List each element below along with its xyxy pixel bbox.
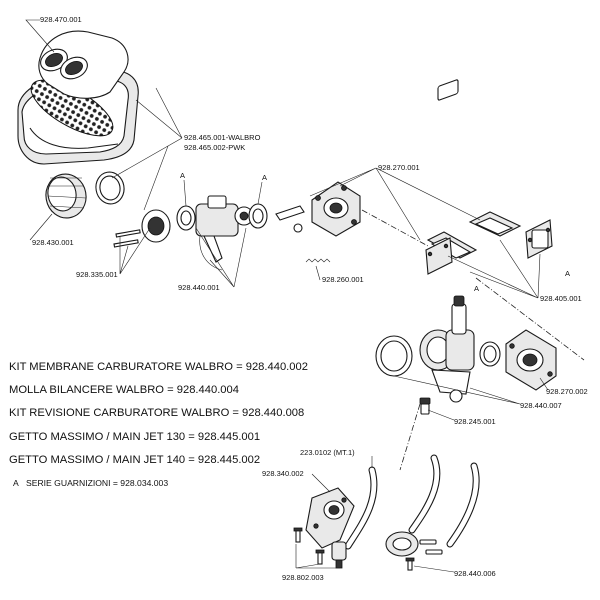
mount-screws xyxy=(293,527,415,571)
pwk-sleeve xyxy=(479,341,501,367)
reed-plate-assembly xyxy=(425,79,553,275)
mount-bracket xyxy=(305,487,355,549)
gasket-a2 xyxy=(248,203,268,229)
legend-line: KIT REVISIONE CARBURATORE WALBRO = 928.4… xyxy=(9,407,305,420)
ref-mark-a: A xyxy=(474,284,479,293)
return-spring xyxy=(305,258,331,263)
fuel-fitting xyxy=(419,397,431,415)
fuel-hose xyxy=(344,454,480,550)
airbox-assembly xyxy=(17,30,139,165)
label-clamp-carb: 928.440.006 xyxy=(454,569,496,578)
ref-mark-a: A xyxy=(262,173,267,182)
label-mount-screws: 928.802.003 xyxy=(282,573,324,582)
label-reed-plates: 928.405.001 xyxy=(540,294,582,303)
gasket-note-text: SERIE GUARNIZIONI = 928.034.003 xyxy=(26,478,169,489)
label-bracket: 928.340.002 xyxy=(262,469,304,478)
label-intake-manifold: 928.270.001 xyxy=(378,163,420,172)
legend-line: KIT MEMBRANE CARBURATORE WALBRO = 928.44… xyxy=(9,361,308,373)
rubber-sleeve xyxy=(45,173,87,219)
gasket-a1 xyxy=(176,205,196,231)
pwk-carburetor xyxy=(419,295,475,403)
label-airbox: 928.470.001 xyxy=(40,15,82,24)
label-carb-kit: 928.440.001 xyxy=(178,283,220,292)
ref-mark-a: A xyxy=(180,171,185,180)
label-hose: 223.0102 (MT.1) xyxy=(300,448,355,457)
label-screws: 928.335.001 xyxy=(76,270,118,279)
label-filter-pwk: 928.465.002-PWK xyxy=(184,143,245,152)
walbro-carburetor xyxy=(195,195,254,271)
inline-filter xyxy=(331,541,347,569)
leader-lines xyxy=(25,19,549,573)
label-carb-pwk: 928.440.007 xyxy=(520,401,562,410)
gasket-note: A SERIE GUARNIZIONI = 928.034.003 xyxy=(9,474,309,492)
ref-mark-a: A xyxy=(565,269,570,278)
pwk-manifold xyxy=(505,329,557,391)
legend-line: MOLLA BILANCERE WALBRO = 928.440.004 xyxy=(9,384,239,397)
gasket-note-mark: A xyxy=(13,478,19,489)
spare-parts-legend: KIT MEMBRANE CARBURATORE WALBRO = 928.44… xyxy=(9,356,309,492)
label-manifold-pwk: 928.270.002 xyxy=(546,387,588,396)
intake-manifold xyxy=(311,181,361,237)
label-filter-walbro: 928.465.001-WALBRO xyxy=(184,133,261,142)
throttle-link xyxy=(275,205,305,233)
carb-clamp xyxy=(385,531,443,557)
clamp-ring xyxy=(95,171,125,205)
legend-line: GETTO MASSIMO / MAIN JET 140 = 928.445.0… xyxy=(9,453,261,466)
label-fitting: 928.245.001 xyxy=(454,417,496,426)
label-spring: 928.260.001 xyxy=(322,275,364,284)
pwk-clamp-ring xyxy=(375,335,413,377)
label-rubber-sleeve: 928.430.001 xyxy=(32,238,74,247)
carb-flange xyxy=(113,209,171,248)
legend-line: GETTO MASSIMO / MAIN JET 130 = 928.445.0… xyxy=(9,430,261,443)
